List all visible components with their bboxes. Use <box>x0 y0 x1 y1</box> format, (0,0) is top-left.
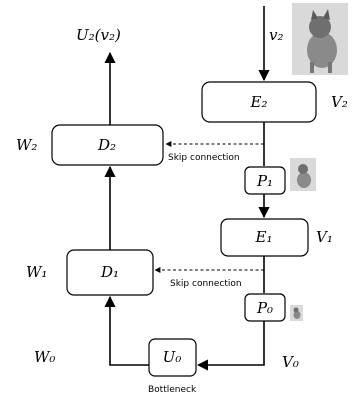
v2-label: V₂ <box>331 93 348 111</box>
w1-label: W₁ <box>26 263 47 281</box>
w0-label: W₀ <box>34 348 55 366</box>
kitten-medium-image <box>290 158 316 191</box>
bottleneck-caption: Bottleneck <box>148 385 197 395</box>
encoder-e2-box <box>201 81 317 123</box>
pool-p0-label: P₀ <box>256 299 273 317</box>
bottleneck-box <box>148 338 197 377</box>
skip-connection-upper-label: Skip connection <box>168 153 240 163</box>
pool-p1-label: P₁ <box>256 172 273 190</box>
v0-label: V₀ <box>282 353 299 371</box>
decoder-d2-label: D₂ <box>97 136 116 154</box>
output-label: U₂(v₂) <box>76 26 121 44</box>
skip-connection-lower-label: Skip connection <box>170 279 242 289</box>
encoder-e1-label: E₁ <box>255 228 273 246</box>
pool-p1-box <box>244 166 286 195</box>
bottleneck-to-d1-arrow <box>104 295 149 366</box>
decoder-d1-label: D₁ <box>100 263 119 281</box>
pool-p0-box <box>244 293 286 322</box>
encoder-e2-label: E₂ <box>250 93 268 111</box>
bottleneck-label: U₀ <box>163 348 182 366</box>
kitten-small-image <box>290 305 303 321</box>
decoder-d2-box <box>51 124 164 166</box>
v1-label: V₁ <box>316 228 333 246</box>
p0-to-bottleneck-arrow <box>196 321 265 371</box>
input-label: v₂ <box>269 26 284 44</box>
w2-label: W₂ <box>16 136 37 154</box>
kitten-large-image <box>292 3 348 75</box>
